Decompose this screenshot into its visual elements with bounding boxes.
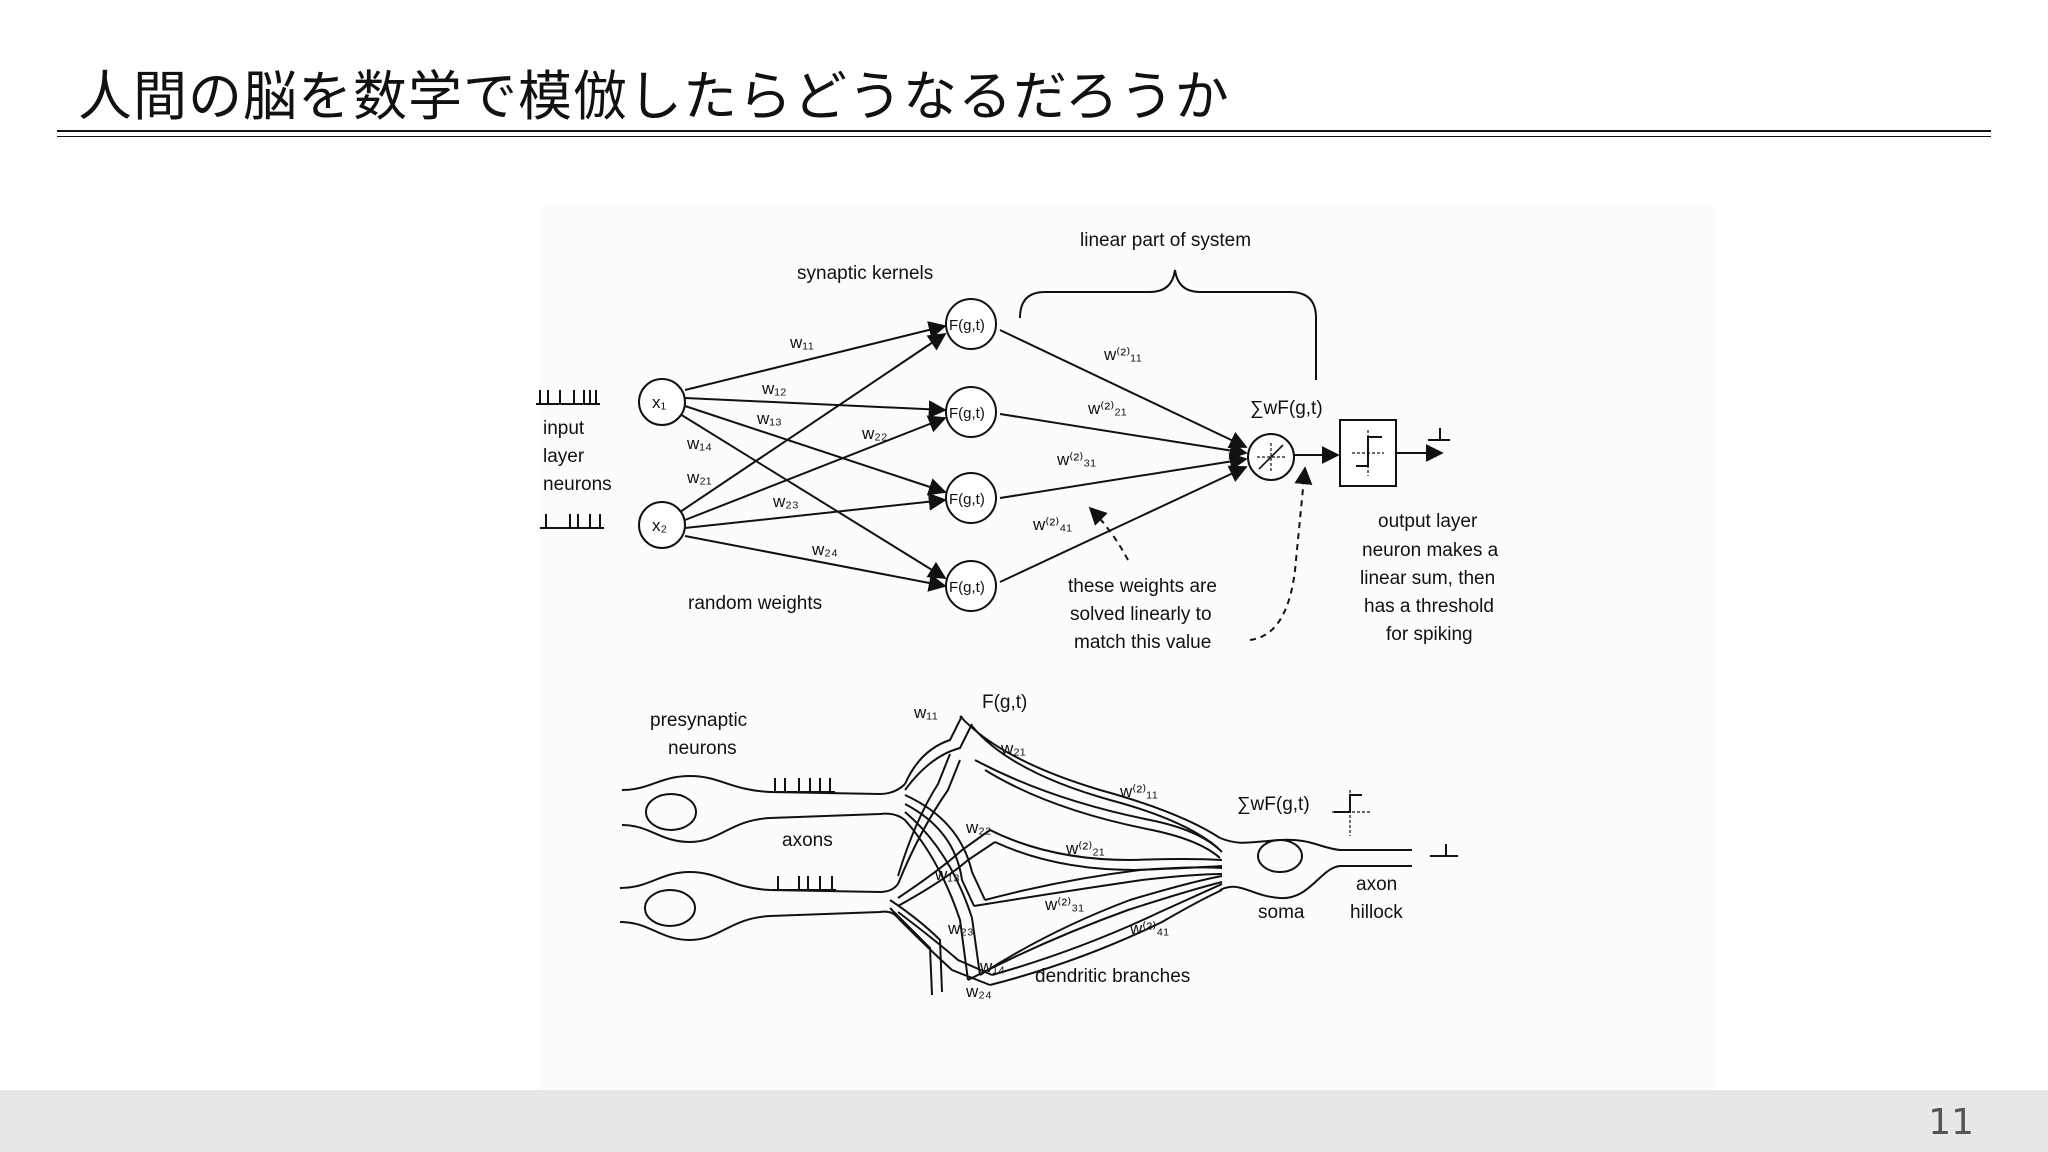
bottom-w14: w₁₄ — [979, 957, 1005, 976]
kernel-node-1 — [945, 298, 997, 350]
bottom-w2-31: w⁽²⁾₃₁ — [1044, 895, 1084, 914]
soma-label: soma — [1258, 902, 1305, 923]
input-spike-train-2 — [540, 514, 604, 529]
weight-w21: w₂₁ — [686, 468, 712, 487]
kernel-node-4 — [945, 560, 997, 612]
bottom-w22: w₂₂ — [965, 818, 991, 837]
x1-label: x₁ — [652, 393, 667, 412]
input-label-line1: input — [543, 418, 585, 439]
bottom-w11: w₁₁ — [913, 703, 938, 722]
output-spike-icon — [1428, 428, 1450, 441]
edge-w11 — [684, 321, 947, 391]
bottom-kernel-label: F(g,t) — [982, 692, 1027, 713]
random-weights-label: random weights — [688, 593, 822, 614]
edge-w13 — [684, 405, 947, 496]
edge-w2-11 — [999, 329, 1248, 449]
weight-w2-11: w⁽²⁾₁₁ — [1103, 345, 1142, 364]
dendritic-branches — [959, 715, 1223, 986]
network-top-labels: linear part of system synaptic kernels i… — [543, 230, 1499, 653]
kernel-node-3 — [945, 472, 997, 524]
kernel-label-3: F(g,t) — [949, 491, 985, 508]
bottom-w2-41: w⁽²⁾₄₁ — [1129, 919, 1169, 938]
weight-w2-21: w⁽²⁾₂₁ — [1087, 399, 1127, 418]
input-node-x2 — [638, 501, 686, 549]
presynaptic-line2: neurons — [668, 738, 737, 759]
dashed-arrow-sum — [1249, 466, 1313, 641]
axon-hillock-line1: axon — [1356, 874, 1397, 895]
bottom-w21: w₂₁ — [1000, 739, 1026, 758]
axons-label: axons — [782, 830, 833, 851]
solved-note-line3: match this value — [1074, 632, 1211, 653]
edge-w2-21 — [999, 413, 1248, 460]
kernel-label-1: F(g,t) — [949, 317, 985, 334]
title-rule-lower — [57, 136, 1991, 137]
synaptic-kernels-label: synaptic kernels — [797, 263, 933, 284]
linear-part-brace — [1019, 269, 1317, 380]
edge-w14 — [679, 413, 947, 579]
edge-w21 — [679, 332, 947, 513]
presynaptic-neuron-1 — [621, 774, 906, 844]
edge-w2-41 — [999, 465, 1248, 583]
network-top — [536, 269, 1450, 641]
kernel-label-4: F(g,t) — [949, 579, 985, 596]
edge-w2-31 — [999, 452, 1248, 499]
output-note-line4: has a threshold — [1364, 596, 1494, 617]
bottom-w24: w₂₄ — [965, 982, 992, 1001]
output-note-line5: for spiking — [1386, 624, 1473, 645]
weight-w11: w₁₁ — [789, 333, 814, 352]
axon-hillock-line2: hillock — [1350, 902, 1403, 923]
bottom-w2-21: w⁽²⁾₂₁ — [1065, 839, 1105, 858]
solved-note-line1: these weights are — [1068, 576, 1217, 597]
input-spike-train-1 — [536, 390, 600, 405]
output-note-line1: output layer — [1378, 511, 1478, 532]
presynaptic-line1: presynaptic — [650, 710, 747, 731]
footer-bar: 11 — [0, 1090, 2048, 1152]
kernel-label-2: F(g,t) — [949, 405, 985, 422]
bottom-sum-label: ∑wF(g,t) — [1237, 794, 1310, 815]
presynaptic-neuron-2 — [619, 870, 899, 942]
output-note-line2: neuron makes a — [1362, 540, 1499, 561]
input-node-x1 — [638, 378, 686, 426]
weight-w22: w₂₂ — [861, 424, 887, 443]
solved-note-line2: solved linearly to — [1070, 604, 1212, 625]
weight-w14: w₁₄ — [686, 434, 712, 453]
edge-w12 — [684, 397, 947, 419]
neuron-illustration-labels: presynaptic neurons axons F(g,t) ∑wF(g,t… — [650, 692, 1403, 1001]
weight-w12: w₁₂ — [761, 379, 787, 398]
dashed-arrow-weights — [1088, 506, 1129, 561]
bottom-output-spike-icon — [1430, 844, 1458, 857]
dendritic-branches-label: dendritic branches — [1035, 966, 1190, 987]
linear-part-label: linear part of system — [1080, 230, 1251, 251]
x2-label: x₂ — [652, 516, 667, 535]
hillock-threshold-icon — [1334, 794, 1362, 813]
axon-spike-train-1 — [770, 778, 835, 793]
input-label-line2: layer — [543, 446, 585, 467]
weight-w23: w₂₃ — [772, 492, 799, 511]
slide-title: 人間の脳を数学で模倣したらどうなるだろうか — [78, 65, 1230, 128]
figure-panel — [540, 205, 1715, 1090]
weight-w13: w₁₃ — [756, 409, 782, 428]
title-rule-upper — [57, 130, 1991, 132]
input-label-line3: neurons — [543, 474, 612, 495]
edge-w22 — [684, 415, 947, 521]
bottom-w2-11: w⁽²⁾₁₁ — [1119, 782, 1158, 801]
bottom-w13: w₁₃ — [934, 865, 960, 884]
bottom-w23: w₂₃ — [947, 919, 974, 938]
edge-w24 — [684, 535, 947, 592]
axon-branches — [889, 715, 996, 996]
kernel-node-2 — [945, 386, 997, 438]
edge-w23 — [684, 492, 947, 529]
sum-label: ∑wF(g,t) — [1250, 398, 1323, 419]
neuron-illustration — [619, 715, 1458, 996]
axon-spike-train-2 — [772, 876, 836, 891]
page-number: 11 — [1928, 1102, 1974, 1143]
weight-w2-41: w⁽²⁾₄₁ — [1032, 515, 1072, 534]
weight-w24: w₂₄ — [811, 540, 838, 559]
output-note-line3: linear sum, then — [1360, 568, 1495, 589]
weight-w2-31: w⁽²⁾₃₁ — [1056, 450, 1096, 469]
